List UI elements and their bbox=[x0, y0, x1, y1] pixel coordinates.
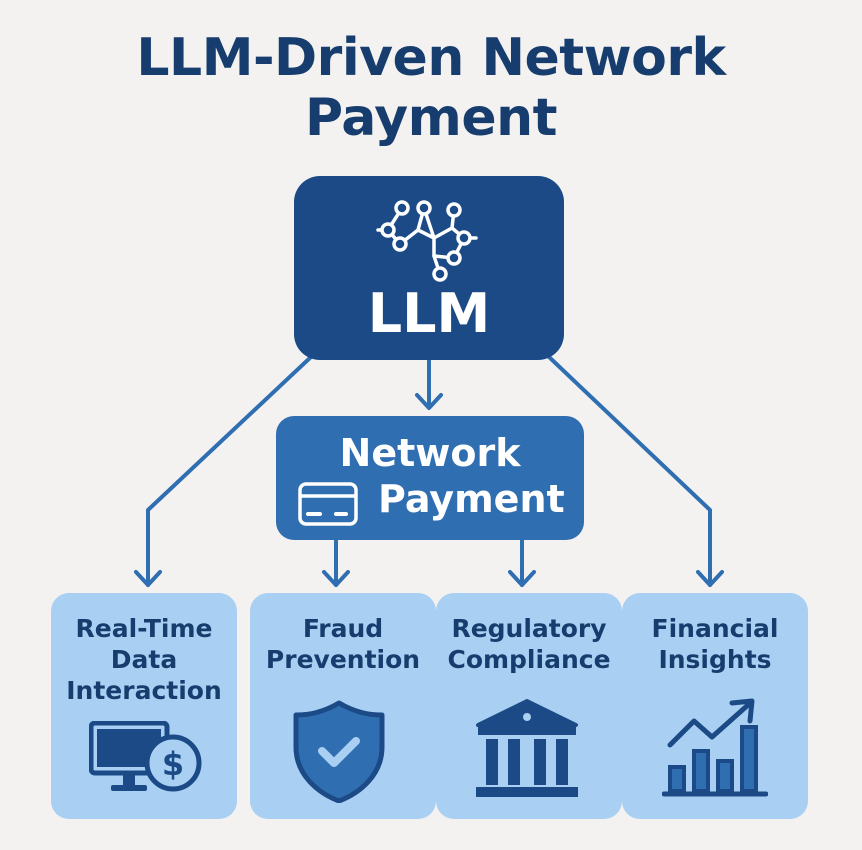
page-title: LLM-Driven Network Payment bbox=[0, 28, 862, 148]
category-regulatory-compliance: Regulatory Compliance bbox=[436, 593, 622, 819]
arrowhead-realtime bbox=[134, 570, 162, 587]
payment-label-line-2: Payment bbox=[378, 477, 565, 521]
title-line-1: LLM-Driven Network bbox=[136, 28, 726, 88]
category-label: Real-Time Data Interaction bbox=[66, 614, 222, 705]
connector-llm-realtime bbox=[146, 354, 314, 587]
payment-label-line-1: Network bbox=[339, 431, 521, 475]
arrowhead-financial bbox=[696, 570, 724, 587]
neural-network-icon bbox=[376, 200, 478, 282]
bar-chart-trend-icon bbox=[662, 698, 768, 797]
title-line-2: Payment bbox=[305, 88, 557, 148]
arrowhead-payment bbox=[415, 393, 443, 410]
shield-check-icon bbox=[293, 700, 385, 803]
category-label: Regulatory Compliance bbox=[447, 614, 611, 674]
category-label: Fraud Prevention bbox=[265, 614, 421, 674]
dollar-symbol: $ bbox=[162, 745, 184, 783]
llm-box: LLM bbox=[294, 176, 564, 360]
arrowhead-fraud bbox=[322, 570, 350, 587]
category-financial-insights: Financial Insights bbox=[622, 593, 808, 819]
connector-llm-financial bbox=[546, 354, 712, 587]
credit-card-icon bbox=[298, 482, 358, 526]
network-payment-box: Network Payment bbox=[276, 416, 584, 540]
category-fraud-prevention: Fraud Prevention bbox=[250, 593, 436, 819]
bank-building-icon bbox=[476, 699, 578, 797]
category-label: Financial Insights bbox=[651, 614, 779, 674]
llm-label: LLM bbox=[367, 282, 491, 345]
monitor-dollar-icon: $ bbox=[89, 721, 202, 792]
category-realtime-data: Real-Time Data Interaction $ bbox=[51, 593, 237, 819]
arrowhead-regulatory bbox=[508, 570, 536, 587]
